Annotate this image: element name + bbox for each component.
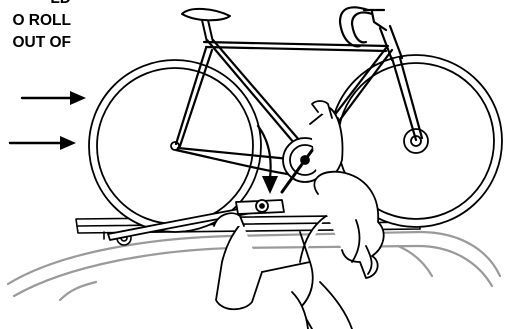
- arrow-lower-icon: [10, 136, 76, 150]
- rear-wheel: [89, 60, 261, 232]
- arrow-upper-icon: [22, 91, 86, 105]
- saddle: [182, 9, 230, 42]
- handlebars: [340, 7, 386, 46]
